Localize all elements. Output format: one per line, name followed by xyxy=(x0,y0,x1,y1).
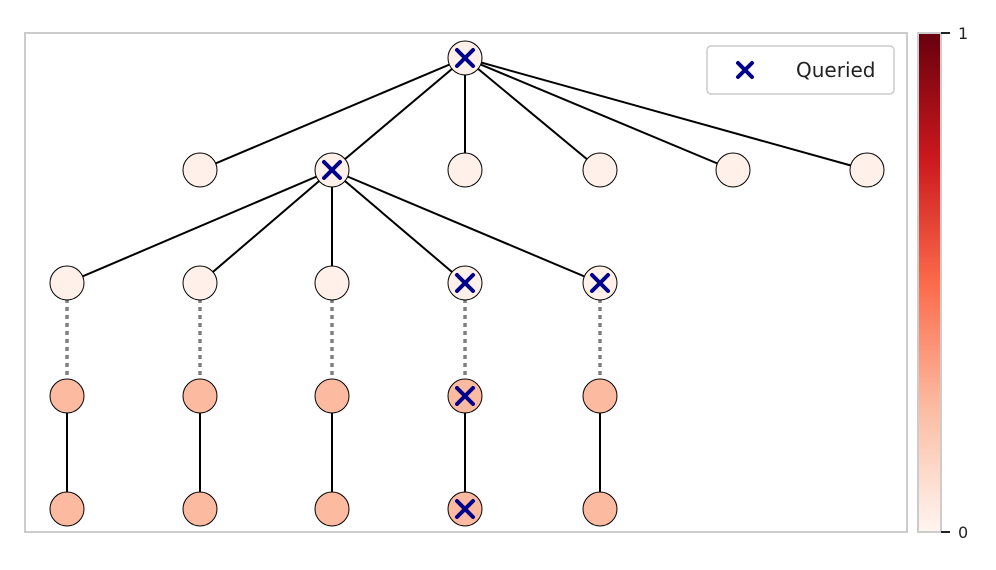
node-d2 xyxy=(182,491,218,527)
queried-marker-b5 xyxy=(590,273,610,293)
edge-root-a5 xyxy=(464,57,734,171)
node-b3 xyxy=(314,265,350,301)
node-c2 xyxy=(182,378,218,414)
legend-label: Queried xyxy=(796,58,876,82)
node-c5 xyxy=(582,378,618,414)
node-d5 xyxy=(582,491,618,527)
edge-root-a4 xyxy=(464,57,601,171)
edge-root-a1 xyxy=(199,57,466,171)
queried-x-icon xyxy=(736,61,754,79)
edge-root-a2 xyxy=(331,57,466,171)
colorbar-gradient xyxy=(917,32,942,533)
colorbar: 1 0 xyxy=(917,24,968,542)
node-c3 xyxy=(314,378,350,414)
node-c1 xyxy=(49,378,85,414)
edge-a2-b2 xyxy=(199,169,333,284)
node-b1 xyxy=(49,265,85,301)
edge-a2-b4 xyxy=(331,169,466,284)
colorbar-min-label: 0 xyxy=(958,523,968,542)
node-b2 xyxy=(182,265,218,301)
node-a5 xyxy=(715,152,751,188)
queried-marker-c4 xyxy=(455,386,475,406)
edge-a2-b1 xyxy=(66,169,333,284)
node-a3 xyxy=(447,152,483,188)
legend-x-mark xyxy=(736,61,754,79)
legend: Queried xyxy=(706,45,895,95)
node-a4 xyxy=(582,152,618,188)
queried-markers-layer xyxy=(322,48,610,519)
node-d3 xyxy=(314,491,350,527)
edge-root-a6 xyxy=(464,57,868,171)
queried-marker-a2 xyxy=(322,160,342,180)
node-a1 xyxy=(182,152,218,188)
node-d1 xyxy=(49,491,85,527)
edges-layer xyxy=(65,57,868,509)
queried-marker-b4 xyxy=(455,273,475,293)
colorbar-max-label: 1 xyxy=(958,24,968,43)
edge-a2-b5 xyxy=(331,169,601,284)
legend-box xyxy=(706,45,895,95)
node-a6 xyxy=(849,152,885,188)
queried-marker-d4 xyxy=(455,499,475,519)
queried-marker-root xyxy=(455,48,475,68)
